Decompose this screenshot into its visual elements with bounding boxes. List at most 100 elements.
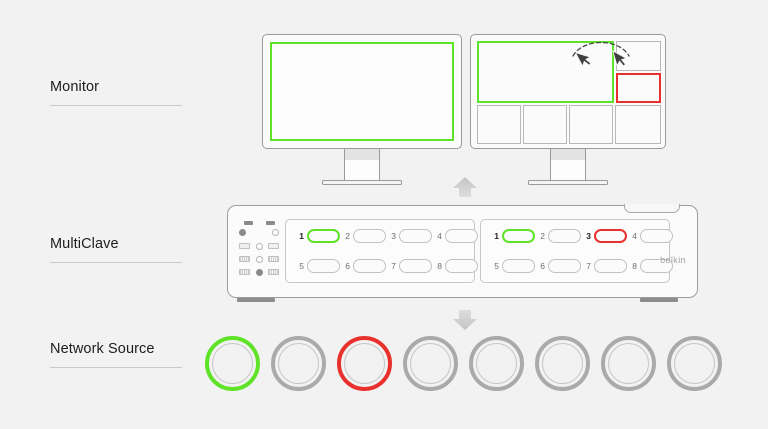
network-source-5-inner-ring — [476, 343, 517, 384]
port-button-l7[interactable]: 7 — [386, 259, 432, 273]
port-button-l3[interactable]: 3 — [386, 229, 432, 243]
port-key-r1[interactable] — [502, 229, 535, 243]
monitor-pane-bottom-4[interactable] — [615, 105, 661, 144]
port-key-r6[interactable] — [548, 259, 581, 273]
monitor-pane-main-green[interactable] — [477, 41, 614, 103]
cluster-chip-2b — [268, 256, 279, 262]
row-label-network-source-text: Network Source — [50, 341, 155, 357]
port-button-l2[interactable]: 2 — [340, 229, 386, 243]
monitor-bezel — [262, 34, 462, 149]
arrow-up-icon — [452, 176, 478, 198]
port-button-r7[interactable]: 7 — [581, 259, 627, 273]
port-number-r6: 6 — [540, 260, 545, 271]
port-key-r4[interactable] — [640, 229, 673, 243]
device-top-notch — [624, 204, 680, 213]
monitor-pane-bottom-2[interactable] — [523, 105, 567, 144]
row-label-network-source-rule — [50, 367, 182, 368]
network-source-4-inner-ring — [410, 343, 451, 384]
network-source-7[interactable] — [601, 336, 656, 391]
port-button-r2[interactable]: 2 — [535, 229, 581, 243]
port-number-l1: 1 — [299, 230, 304, 241]
monitor-stand-neck — [550, 149, 586, 182]
row-label-monitor: Monitor — [50, 78, 182, 106]
network-source-5[interactable] — [469, 336, 524, 391]
port-button-r1[interactable]: 1 — [489, 229, 535, 243]
port-number-l7: 7 — [391, 260, 396, 271]
cluster-tab-left — [244, 221, 253, 225]
network-source-4[interactable] — [403, 336, 458, 391]
row-label-multiclave-text: MultiClave — [50, 236, 119, 252]
cluster-tab-right — [266, 221, 275, 225]
led-row-2 — [255, 255, 263, 263]
port-number-r8: 8 — [632, 260, 637, 271]
row-label-network-source: Network Source — [50, 340, 182, 368]
port-key-r3[interactable] — [594, 229, 627, 243]
device-foot-left — [237, 298, 275, 302]
monitor-screen-active-green[interactable] — [270, 42, 454, 141]
cluster-chip-3a — [239, 269, 250, 275]
port-button-r4[interactable]: 4 — [627, 229, 673, 243]
port-number-r1: 1 — [494, 230, 499, 241]
network-source-2-inner-ring — [278, 343, 319, 384]
cursor-target-icon — [612, 48, 629, 68]
monitor-stand-neck-shade — [345, 149, 379, 160]
port-number-l5: 5 — [299, 260, 304, 271]
port-number-r3: 3 — [586, 230, 591, 241]
network-source-row — [205, 336, 722, 394]
monitor-pane-bottom-3[interactable] — [569, 105, 613, 144]
network-source-1-inner-ring — [212, 343, 253, 384]
multi-view-monitor[interactable] — [470, 34, 666, 186]
led-row-1 — [255, 242, 263, 250]
port-number-l2: 2 — [345, 230, 350, 241]
port-button-r8[interactable]: 8 — [627, 259, 673, 273]
port-button-l4[interactable]: 4 — [432, 229, 478, 243]
port-key-r7[interactable] — [594, 259, 627, 273]
monitor-bezel — [470, 34, 666, 149]
network-source-3[interactable] — [337, 336, 392, 391]
single-view-monitor[interactable] — [262, 34, 462, 186]
port-key-l1[interactable] — [307, 229, 340, 243]
port-number-r4: 4 — [632, 230, 637, 241]
port-key-r8[interactable] — [640, 259, 673, 273]
multiclave-device[interactable]: 1 2 3 4 5 6 7 — [227, 204, 698, 302]
cluster-chip-3b — [268, 269, 279, 275]
network-source-6-inner-ring — [542, 343, 583, 384]
port-key-l3[interactable] — [399, 229, 432, 243]
monitor-stand-base — [528, 180, 608, 185]
network-source-8-inner-ring — [674, 343, 715, 384]
port-key-l5[interactable] — [307, 259, 340, 273]
network-source-7-inner-ring — [608, 343, 649, 384]
port-number-l8: 8 — [437, 260, 442, 271]
port-key-r2[interactable] — [548, 229, 581, 243]
network-source-1[interactable] — [205, 336, 260, 391]
port-key-r5[interactable] — [502, 259, 535, 273]
port-button-l5[interactable]: 5 — [294, 259, 340, 273]
port-key-l4[interactable] — [445, 229, 478, 243]
network-source-6[interactable] — [535, 336, 590, 391]
port-button-l1[interactable]: 1 — [294, 229, 340, 243]
port-number-l4: 4 — [437, 230, 442, 241]
network-source-8[interactable] — [667, 336, 722, 391]
monitor-pane-bottom-1[interactable] — [477, 105, 521, 144]
port-number-l6: 6 — [345, 260, 350, 271]
led-link — [272, 228, 279, 236]
monitor-stand-neck-shade — [551, 149, 585, 160]
monitor-pane-side-red[interactable] — [616, 73, 661, 103]
button-bank-right: 1 2 3 4 5 6 7 — [480, 219, 673, 283]
port-button-r6[interactable]: 6 — [535, 259, 581, 273]
port-button-r5[interactable]: 5 — [489, 259, 535, 273]
port-button-l6[interactable]: 6 — [340, 259, 386, 273]
monitor-stand-neck — [344, 149, 380, 182]
belkin-brand-logo: belkin — [660, 255, 686, 265]
monitor-stand-base — [322, 180, 402, 185]
port-key-l2[interactable] — [353, 229, 386, 243]
port-key-l8[interactable] — [445, 259, 478, 273]
port-key-l6[interactable] — [353, 259, 386, 273]
button-bank-left: 1 2 3 4 5 6 7 — [285, 219, 478, 283]
port-key-l7[interactable] — [399, 259, 432, 273]
port-number-r5: 5 — [494, 260, 499, 271]
network-source-2[interactable] — [271, 336, 326, 391]
port-button-r3[interactable]: 3 — [581, 229, 627, 243]
port-button-l8[interactable]: 8 — [432, 259, 478, 273]
